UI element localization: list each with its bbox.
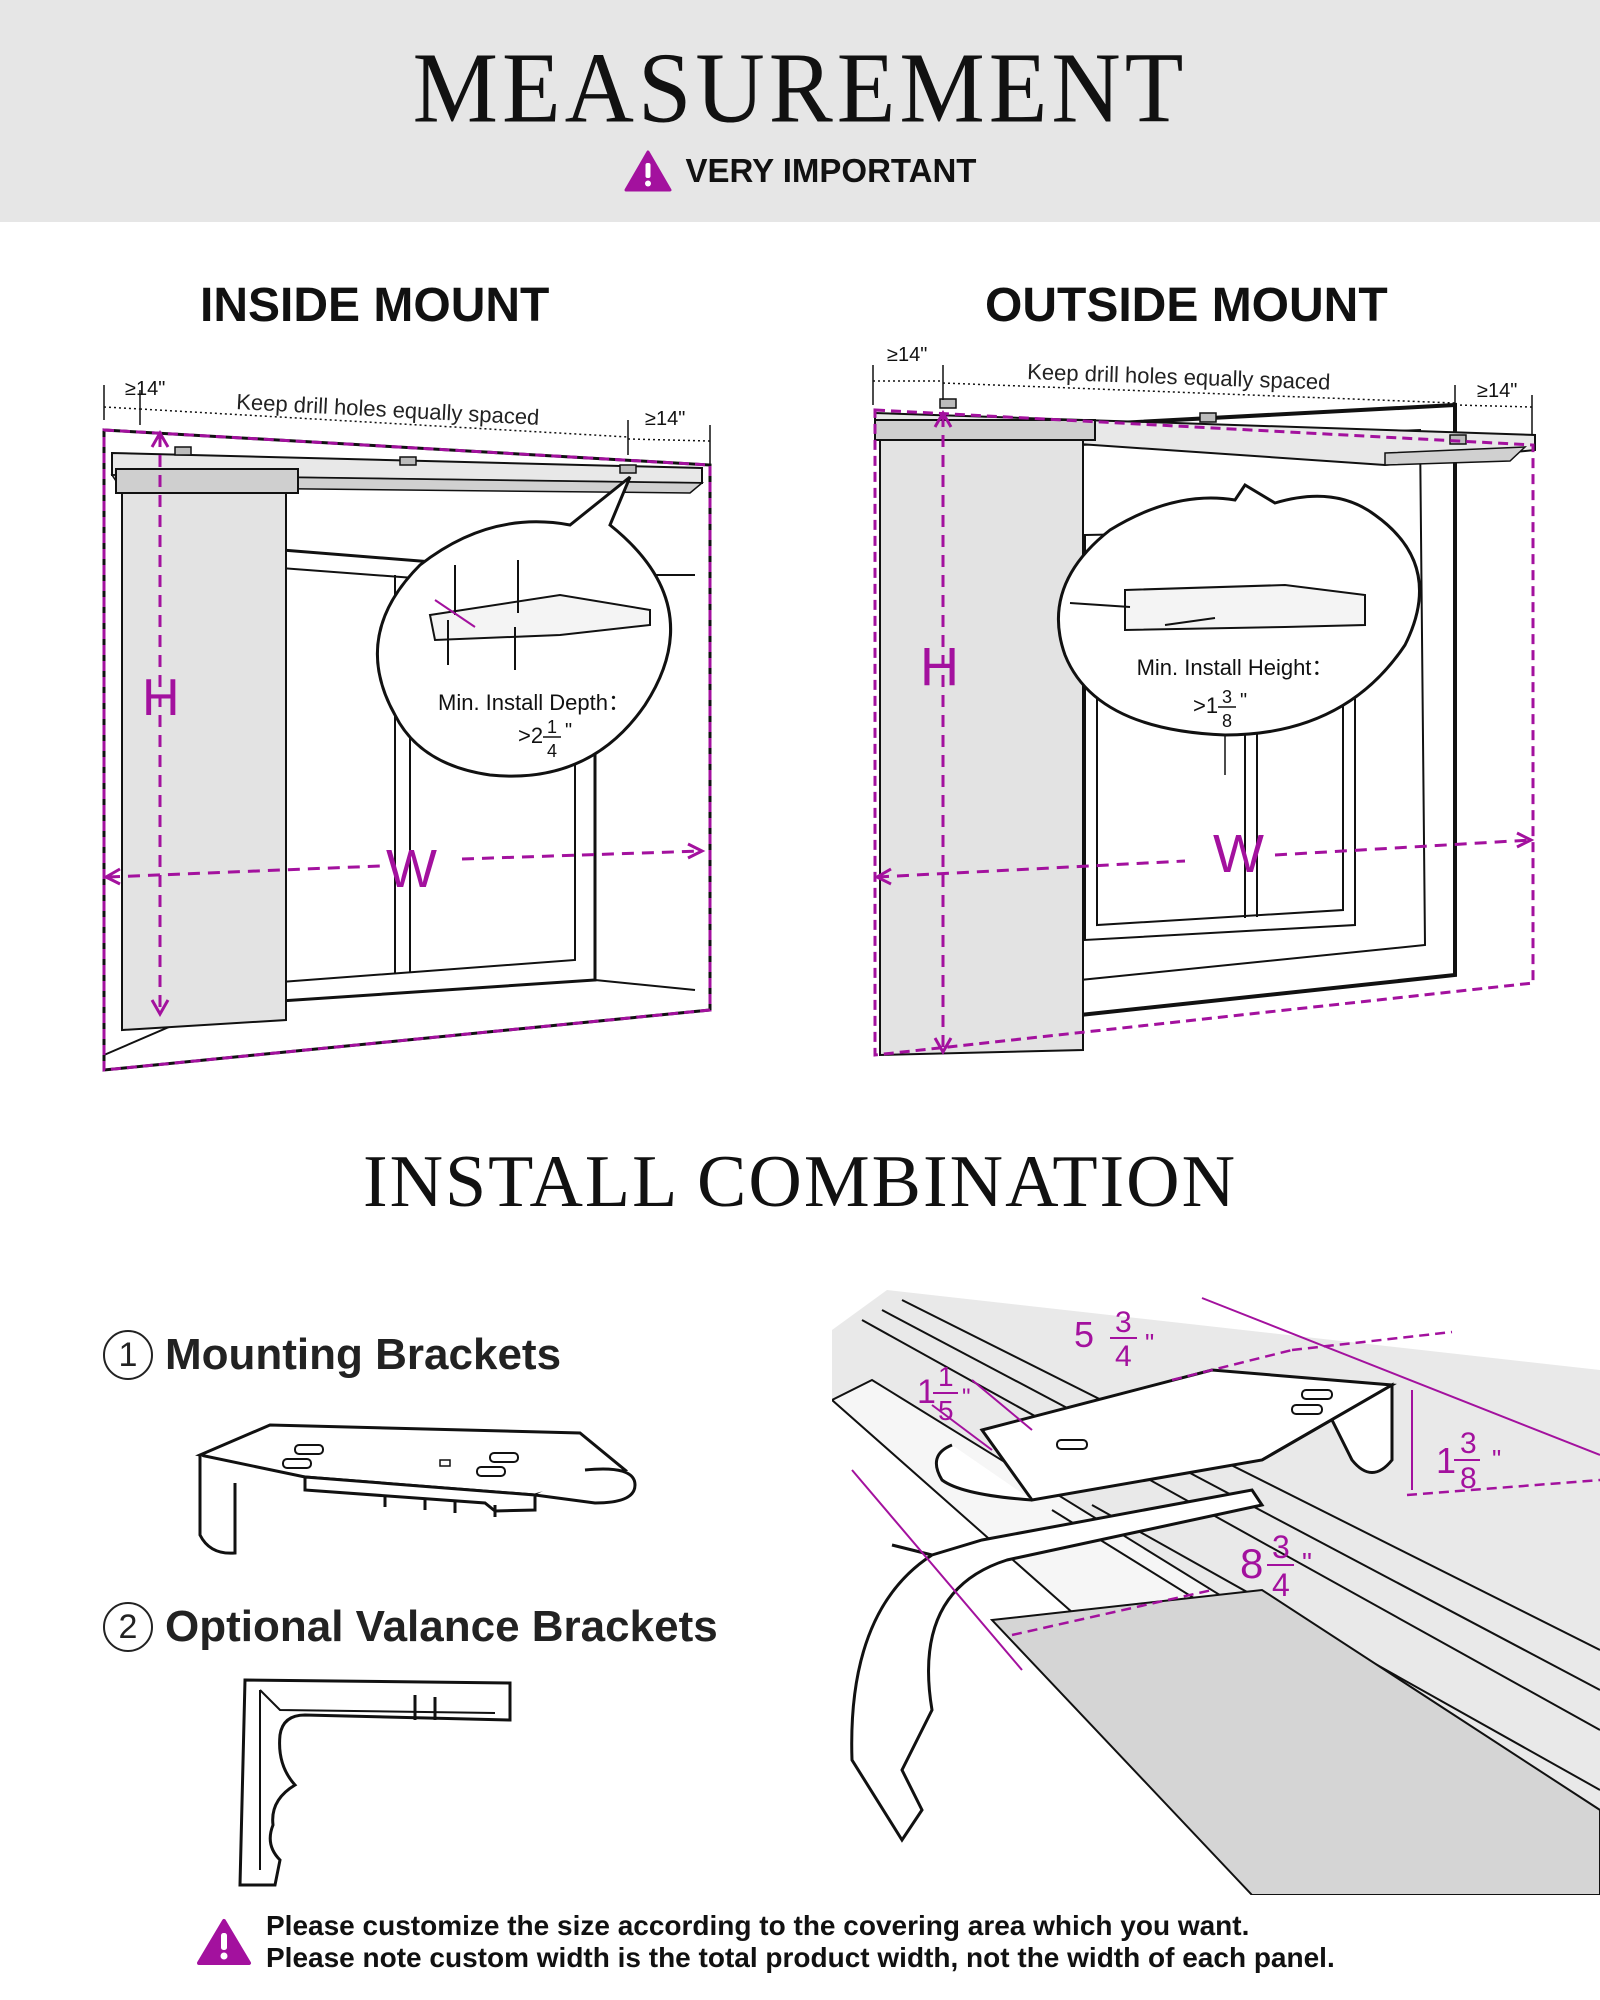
mounting-brackets-label: 1 Mounting Brackets: [103, 1330, 561, 1380]
dim-8-3-4-whole: 8: [1240, 1540, 1263, 1587]
inside-spacing-note: Keep drill holes equally spaced: [236, 389, 540, 430]
inside-callout-den: 4: [547, 741, 557, 761]
outside-width-label: W: [1213, 824, 1264, 884]
dim-1-1-5-unit: ": [962, 1384, 971, 1411]
outside-callout-label: Min. Install Height：: [1137, 655, 1334, 680]
important-notice: VERY IMPORTANT: [0, 150, 1600, 192]
mounting-bracket-illustration: [195, 1423, 637, 1555]
warning-triangle-icon: [197, 1919, 251, 1965]
install-combination-illustration: 5 3 4 " 1 1 5 " 1 3 8 " 8 3 4 ": [832, 1290, 1600, 1895]
outside-mount-diagram: H W ≥14" Keep drill holes equally spaced…: [872, 344, 1536, 1057]
outside-height-label: H: [920, 637, 959, 697]
inside-callout-unit: ": [565, 720, 572, 742]
warning-triangle-icon: [624, 150, 672, 192]
inside-callout-num: 1: [547, 717, 557, 737]
dim-8-3-4-unit: ": [1302, 1547, 1312, 1578]
inside-mount-diagram: H W ≥14" Keep drill holes equally spaced…: [102, 378, 712, 1072]
outside-spacing-note: Keep drill holes equally spaced: [1027, 359, 1331, 395]
footer-note: Please customize the size according to t…: [196, 1910, 1335, 1974]
outside-callout-prefix: >1: [1193, 693, 1218, 718]
dim-1-3-8-num: 3: [1460, 1427, 1477, 1460]
outside-right-margin: ≥14": [1477, 380, 1517, 402]
dim-8-3-4-den: 4: [1272, 1567, 1290, 1603]
important-label: VERY IMPORTANT: [685, 152, 977, 189]
inside-height-label: H: [142, 669, 180, 727]
outside-callout-num: 3: [1222, 687, 1232, 707]
dim-1-1-5-whole: 1: [917, 1373, 936, 1411]
inside-callout-label: Min. Install Depth：: [438, 690, 630, 715]
outside-mount-heading: OUTSIDE MOUNT: [985, 279, 1388, 332]
inside-left-margin: ≥14": [125, 378, 165, 400]
outside-left-margin: ≥14": [887, 344, 927, 366]
inside-right-margin: ≥14": [645, 408, 685, 430]
dim-5-3-4-num: 3: [1115, 1306, 1132, 1339]
item-number-2: 2: [103, 1602, 153, 1652]
dim-5-3-4-den: 4: [1115, 1340, 1132, 1373]
dim-5-3-4-whole: 5: [1074, 1314, 1094, 1355]
dim-8-3-4-num: 3: [1272, 1529, 1290, 1565]
dim-1-1-5-den: 5: [938, 1395, 954, 1426]
dim-1-3-8-whole: 1: [1436, 1440, 1456, 1481]
page-title: MEASUREMENT: [412, 31, 1188, 144]
dim-1-3-8-unit: ": [1492, 1444, 1501, 1474]
outside-callout-den: 8: [1222, 711, 1232, 731]
dim-1-1-5-num: 1: [938, 1361, 954, 1392]
footer-line-2: Please note custom width is the total pr…: [266, 1942, 1335, 1973]
inside-mount-heading: INSIDE MOUNT: [200, 279, 550, 332]
header-band: MEASUREMENT VERY IMPORTANT: [0, 0, 1600, 222]
item-label-1: Mounting Brackets: [165, 1330, 562, 1379]
item-number-1: 1: [103, 1330, 153, 1380]
install-combination-title: INSTALL COMBINATION: [362, 1141, 1238, 1223]
item-label-2: Optional Valance Brackets: [165, 1602, 718, 1651]
inside-width-label: W: [386, 839, 437, 899]
valance-brackets-label: 2 Optional Valance Brackets: [103, 1602, 718, 1652]
footer-line-1: Please customize the size according to t…: [266, 1910, 1250, 1941]
dim-1-3-8-den: 8: [1460, 1462, 1477, 1495]
dim-5-3-4-unit: ": [1145, 1328, 1154, 1358]
valance-bracket-illustration: [238, 1678, 512, 1887]
inside-callout-prefix: >2: [518, 723, 543, 748]
outside-callout-unit: ": [1240, 690, 1247, 712]
